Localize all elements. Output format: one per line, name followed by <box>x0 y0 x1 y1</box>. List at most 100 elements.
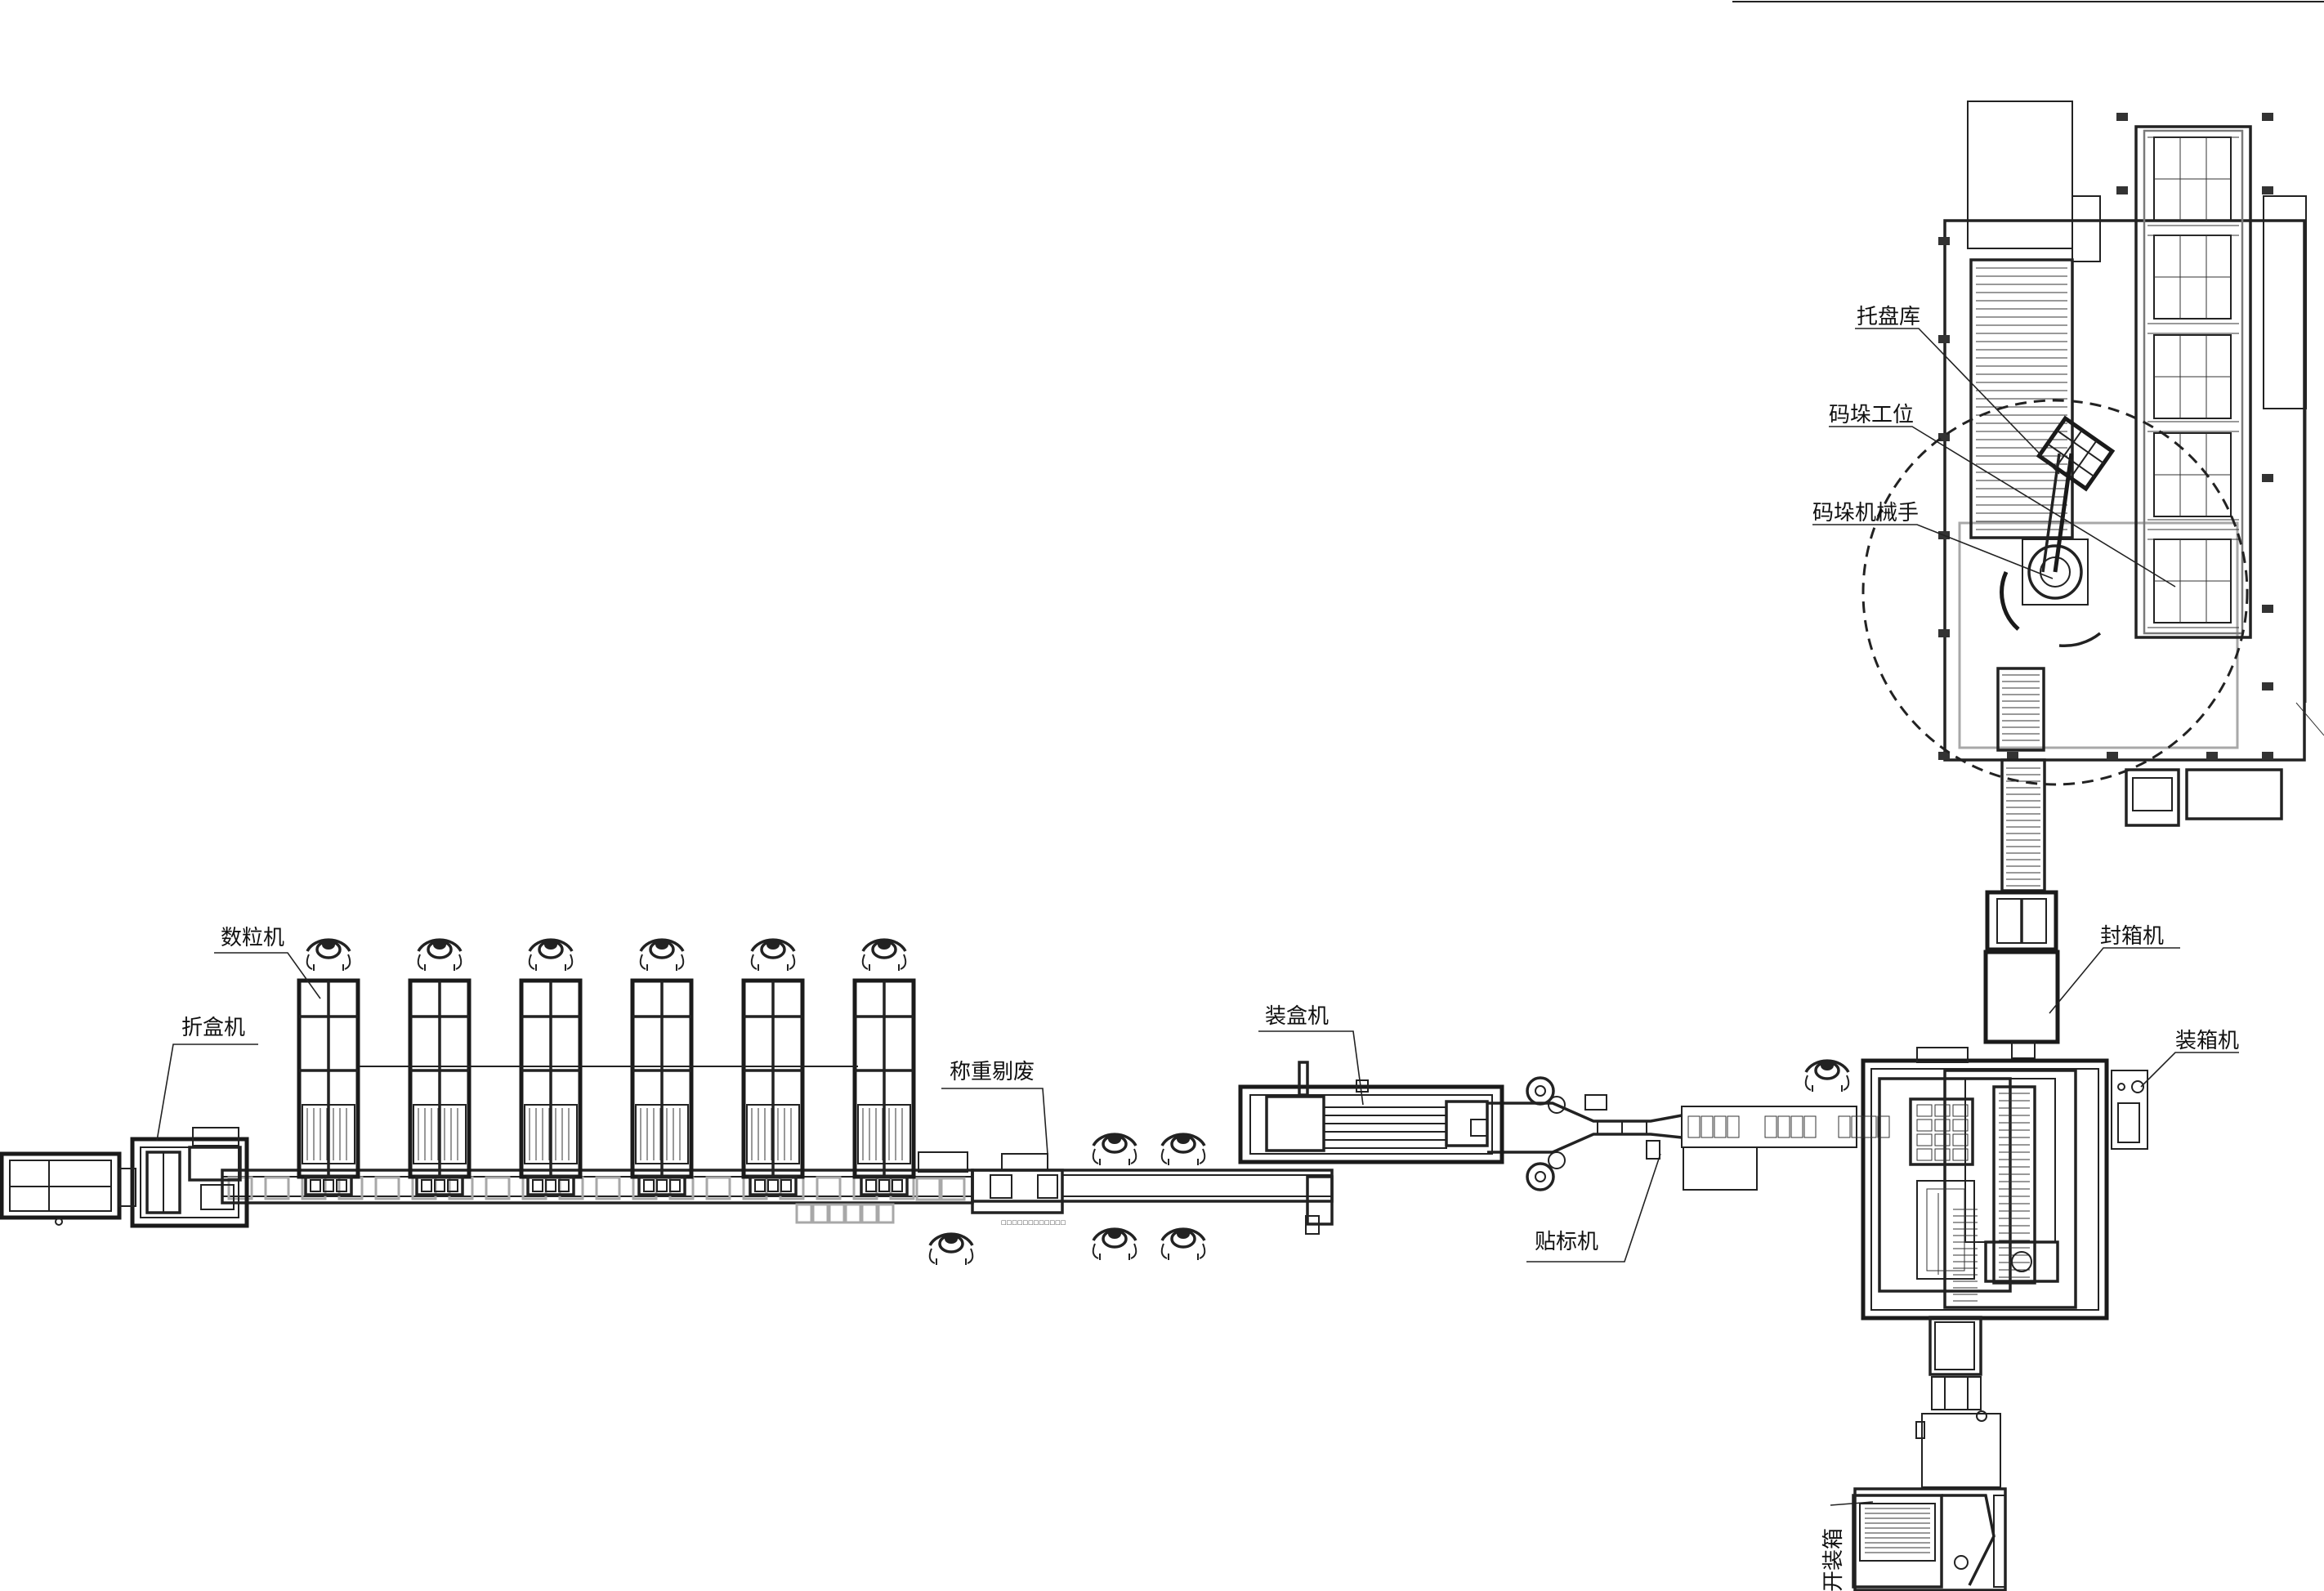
carton-slot <box>1916 1133 1933 1146</box>
right-conveyor-inner <box>2143 129 2244 635</box>
leader-palletizing-station <box>1829 426 2176 588</box>
operator-figure <box>1092 1227 1137 1260</box>
pack <box>1687 1115 1701 1138</box>
leader-palletizing-robot <box>1812 524 2054 579</box>
tablet-counter-unit <box>519 978 583 1196</box>
pack <box>1851 1115 1864 1138</box>
pack <box>1803 1115 1817 1138</box>
operator-figure <box>639 938 685 971</box>
carton <box>705 1176 731 1200</box>
label-checkweigher: 称重剔废 <box>950 1060 1035 1084</box>
carton-slot <box>1916 1148 1933 1161</box>
leader-case-sealer <box>2049 947 2180 1014</box>
cartoner <box>1238 1061 1504 1164</box>
carton-slot <box>1916 1119 1933 1132</box>
case-erector-conveyor <box>1915 1316 2001 1488</box>
pallet-load <box>2153 334 2232 419</box>
label-case-sealer: 封箱机 <box>2100 924 2164 949</box>
tablet-counter-unit <box>741 978 805 1196</box>
carton-slot <box>1934 1119 1951 1132</box>
leader-checkweigher <box>941 1088 1048 1155</box>
pack <box>1764 1115 1777 1138</box>
pack <box>1714 1115 1727 1138</box>
label-cartoner: 装盒机 <box>1265 1004 1329 1029</box>
pack <box>1701 1115 1714 1138</box>
pallet-load <box>2153 432 2232 517</box>
carton <box>844 1203 862 1224</box>
control-cabinet-2 <box>2185 768 2283 820</box>
carton <box>877 1203 895 1224</box>
carton-slot <box>1934 1133 1951 1146</box>
robot-reach-circle <box>1861 399 2249 786</box>
carton <box>264 1176 290 1200</box>
leader-case-erector <box>1830 1501 1874 1506</box>
carton <box>795 1203 813 1224</box>
operator-figure <box>928 1232 974 1265</box>
leader-case-packer <box>2140 1052 2239 1088</box>
carton <box>485 1176 511 1200</box>
label-case-packer: 装箱机 <box>2175 1029 2239 1053</box>
label-palletizing-station: 码垛工位 <box>1829 403 1914 427</box>
carton-slot <box>1952 1119 1969 1132</box>
carton <box>374 1176 400 1200</box>
operator-figure <box>1804 1059 1850 1092</box>
outfeed-conveyor <box>1996 667 2046 892</box>
label-palletizing-robot: 码垛机械手 <box>1812 501 1919 525</box>
leader-labeler <box>1526 1153 1661 1263</box>
leader-cartoner <box>1258 1030 1364 1106</box>
carton-slot <box>1952 1133 1969 1146</box>
pack <box>1877 1115 1890 1138</box>
pallet-loads <box>2153 136 2232 623</box>
tablet-counter-unit <box>297 978 360 1196</box>
pack <box>1838 1115 1851 1138</box>
palletizing-cell <box>1861 101 2324 827</box>
pack <box>1864 1115 1877 1138</box>
operator-figure <box>1160 1133 1206 1165</box>
label-case-erector: 开装箱 <box>1821 1528 1846 1591</box>
case-packer <box>1861 1047 2148 1321</box>
leader-tray-storage <box>1855 328 2060 475</box>
label-tablet-counter: 数粒机 <box>221 926 284 950</box>
tray-storage-housing <box>1967 101 2073 249</box>
label-box-folder: 折盒机 <box>181 1016 245 1040</box>
carton-slot <box>1916 1104 1933 1117</box>
carton-slot <box>1952 1104 1969 1117</box>
control-cabinet-1 <box>2125 768 2180 827</box>
pallet-load <box>2153 235 2232 320</box>
fence-posts <box>1938 113 2273 760</box>
carton <box>860 1203 878 1224</box>
operator-figure <box>417 938 463 971</box>
carton <box>811 1203 829 1224</box>
carton-slot <box>1952 1148 1969 1161</box>
right-pallet-conveyor <box>2134 125 2252 639</box>
checkweigher: □□□□□□□□□□□□ <box>971 1153 1066 1226</box>
tablet-counter-unit <box>852 978 916 1196</box>
palletizing-robot <box>2000 415 2116 648</box>
side-panel <box>2071 195 2101 262</box>
right-side-guide <box>2263 195 2307 409</box>
label-tray-storage: 托盘库 <box>1857 305 1920 329</box>
case-sealer <box>1983 890 2060 1059</box>
cell-fence <box>1943 219 2306 762</box>
pallet-load <box>2153 136 2232 221</box>
operator-figures <box>306 938 1850 1265</box>
annotations: 托盘库 码垛工位 码垛机械手 封箱机 装箱机 开装箱 贴标机 装盒机 称重剔废 … <box>156 305 2239 1591</box>
pack <box>1727 1115 1740 1138</box>
tablet-counter-unit <box>630 978 694 1196</box>
operator-figure <box>1092 1133 1137 1165</box>
labeler-infeed <box>1681 1106 1890 1191</box>
pack <box>1790 1115 1803 1138</box>
carton <box>816 1176 842 1200</box>
carton-slot <box>1934 1148 1951 1161</box>
labeler <box>1487 1076 1683 1191</box>
case-erector <box>1852 1487 2007 1591</box>
left-conveyor-rollers <box>1976 267 2067 530</box>
operator-figure <box>306 938 351 971</box>
svg-text:□□□□□□□□□□□□: □□□□□□□□□□□□ <box>1001 1219 1066 1226</box>
leader-box-folder <box>156 1044 258 1142</box>
tablet-counters <box>297 978 916 1196</box>
operator-figure <box>528 938 574 971</box>
operator-figure <box>750 938 796 971</box>
operator-figure <box>1160 1227 1206 1260</box>
